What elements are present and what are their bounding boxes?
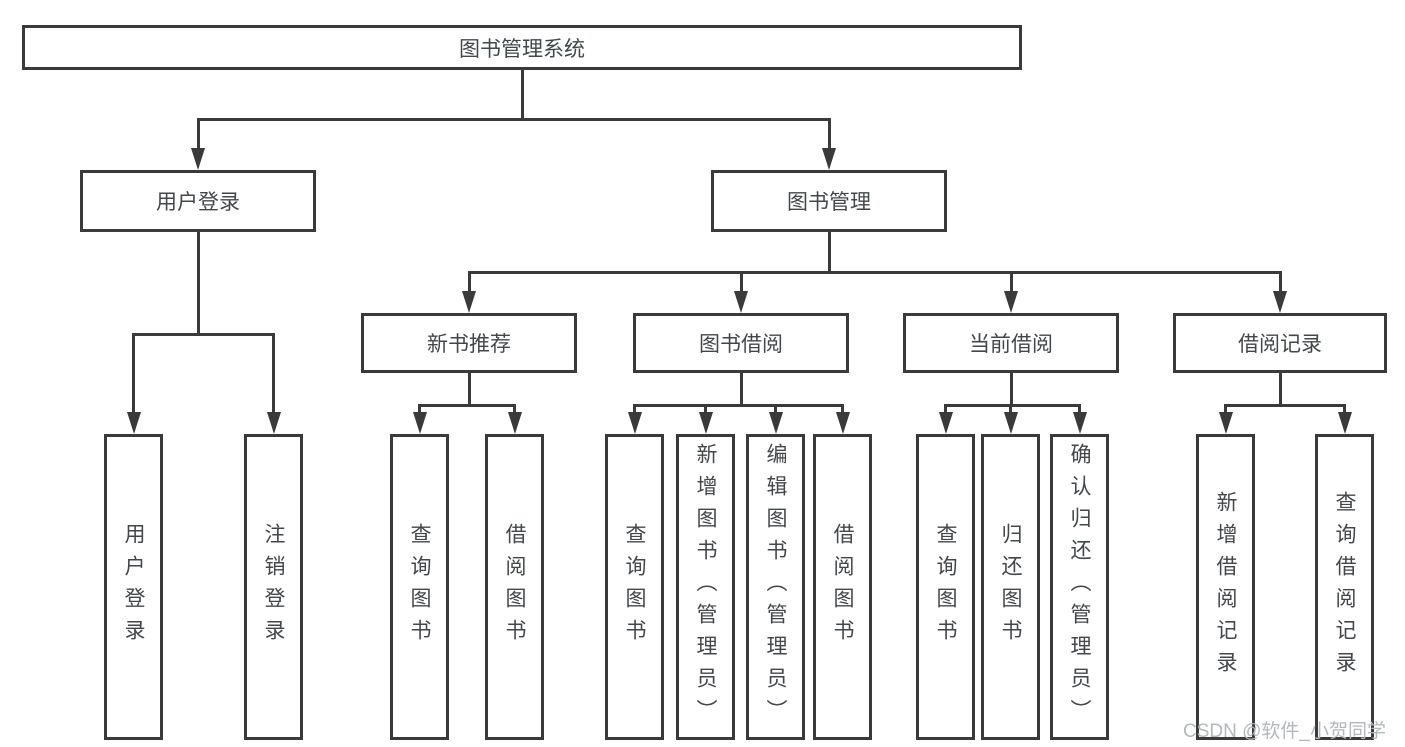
connector-arrowhead <box>462 291 476 313</box>
connector-line <box>132 333 135 415</box>
connector-line <box>467 271 471 293</box>
connector-line <box>1278 373 1282 407</box>
connector-line <box>1278 271 1282 293</box>
node-current-borrow: 当前借阅 <box>903 313 1119 373</box>
connector-line <box>467 271 1282 274</box>
connector-line <box>513 404 516 414</box>
connector-arrowhead <box>627 412 642 434</box>
connector-line <box>1343 404 1346 414</box>
leaf-confirm-return-admin: 确认归还（管理员） <box>1050 434 1109 740</box>
connector-arrowhead <box>938 412 953 434</box>
leaf-user-login: 用户登录 <box>104 434 163 740</box>
connector-line <box>196 118 200 150</box>
node-book-borrow: 图书借阅 <box>633 313 849 373</box>
connector-line <box>418 404 421 414</box>
leaf-query-borrow-record: 查询借阅记录 <box>1315 434 1374 740</box>
connector-arrowhead <box>412 412 427 434</box>
connector-arrowhead <box>822 148 836 170</box>
watermark-text: CSDN @软件_小贺同学 <box>1183 721 1386 742</box>
leaf-add-book-admin: 新增图书（管理员） <box>676 434 735 740</box>
connector-line <box>944 404 1081 407</box>
connector-line <box>841 404 844 414</box>
connector-line <box>520 70 524 120</box>
leaf-logout: 注销登录 <box>244 434 303 740</box>
leaf-return-books: 归还图书 <box>981 434 1040 740</box>
connector-arrowhead <box>507 412 522 434</box>
leaf-query-books-borrow: 查询图书 <box>605 434 664 740</box>
connector-arrowhead <box>1004 291 1018 313</box>
connector-line <box>633 404 844 407</box>
connector-line <box>467 373 471 407</box>
connector-line <box>774 404 777 414</box>
connector-arrowhead <box>698 412 713 434</box>
connector-line <box>827 232 831 274</box>
connector-line <box>1224 404 1227 414</box>
connector-line <box>272 333 275 415</box>
connector-arrowhead <box>266 412 281 434</box>
leaf-query-books-recommend: 查询图书 <box>390 434 449 740</box>
connector-line <box>196 118 831 121</box>
connector-line <box>1009 404 1012 414</box>
node-user-login: 用户登录 <box>80 170 316 232</box>
leaf-borrow-books: 借阅图书 <box>813 434 872 740</box>
connector-line <box>739 373 743 407</box>
connector-arrowhead <box>126 412 141 434</box>
connector-line <box>132 333 275 336</box>
connector-arrowhead <box>1337 412 1352 434</box>
connector-arrowhead <box>734 291 748 313</box>
connector-arrowhead <box>1218 412 1233 434</box>
connector-line <box>1224 404 1346 407</box>
leaf-borrow-books-recommend: 借阅图书 <box>485 434 544 740</box>
connector-line <box>1078 404 1081 414</box>
connector-line <box>944 404 947 414</box>
connector-line <box>633 404 636 414</box>
connector-line <box>418 404 516 407</box>
connector-arrowhead <box>1003 412 1018 434</box>
node-new-book-recommend: 新书推荐 <box>361 313 577 373</box>
node-book-management-system: 图书管理系统 <box>22 25 1022 70</box>
node-borrow-records: 借阅记录 <box>1173 313 1387 373</box>
node-book-management: 图书管理 <box>711 170 947 232</box>
connector-arrowhead <box>1273 291 1287 313</box>
leaf-add-borrow-record: 新增借阅记录 <box>1196 434 1255 740</box>
connector-line <box>1009 373 1013 407</box>
connector-line <box>1009 271 1013 293</box>
connector-line <box>196 232 200 336</box>
connector-arrowhead <box>1072 412 1087 434</box>
connector-arrowhead <box>835 412 850 434</box>
connector-line <box>739 271 743 293</box>
connector-arrowhead <box>191 148 205 170</box>
leaf-query-books-current: 查询图书 <box>916 434 975 740</box>
leaf-edit-book-admin: 编辑图书（管理员） <box>746 434 805 740</box>
connector-line <box>704 404 707 414</box>
connector-arrowhead <box>768 412 783 434</box>
connector-line <box>827 118 831 150</box>
